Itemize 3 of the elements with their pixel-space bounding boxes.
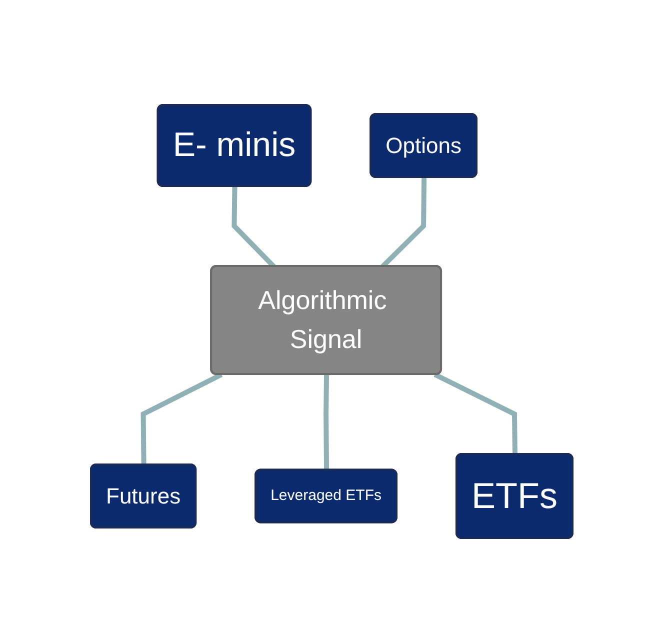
connector (434, 372, 518, 455)
connector (141, 372, 223, 466)
connector (324, 374, 330, 470)
